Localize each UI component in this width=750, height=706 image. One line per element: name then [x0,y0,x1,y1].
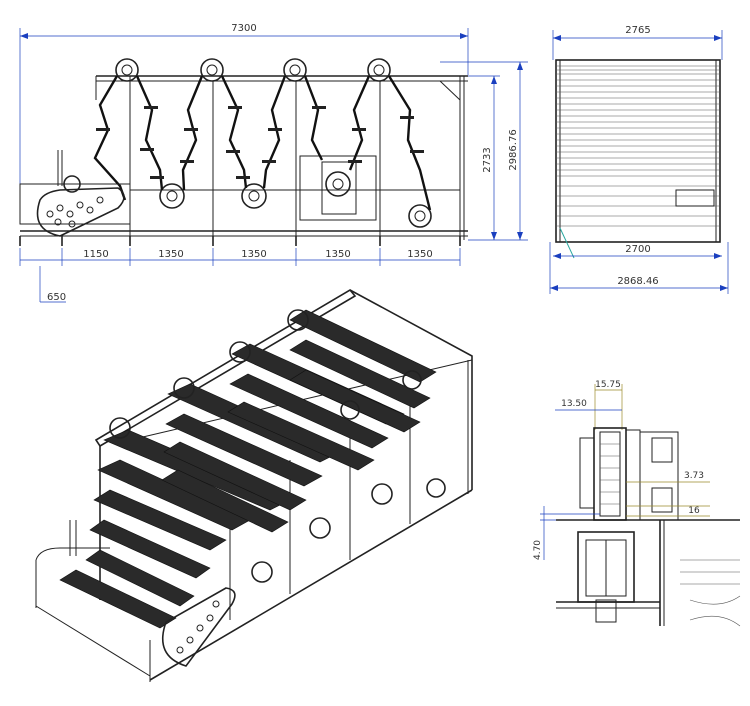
isometric-view [35,288,473,682]
dim-inner-width: 2700 [625,244,650,255]
dim-height-inner: 2733 [482,147,493,172]
dim-spacing-1: 1150 [83,249,108,260]
dim-overall-length: 7300 [231,23,256,34]
dim-detail-c: 3.73 [684,471,704,481]
dim-detail-d: 16 [688,506,700,516]
top-sprocket-2 [200,58,224,82]
front-view: 2765 [549,25,729,294]
dim-offset: 650 [47,292,66,303]
dim-detail-b: 13.50 [561,399,587,409]
top-sprocket-3 [283,58,307,82]
top-sprocket-4 [367,58,391,82]
dim-spacing-2: 1350 [158,249,183,260]
dim-spacing-4: 1350 [325,249,350,260]
dim-height-outer: 2986.76 [508,129,519,170]
dim-spacing-3: 1350 [241,249,266,260]
dim-detail-e: 4.70 [533,540,543,560]
drive-unit [19,150,131,237]
dim-spacing-5: 1350 [407,249,432,260]
side-view: 7300 [19,23,528,303]
dim-detail-a: 15.75 [595,380,621,390]
dim-top-width: 2765 [625,25,650,36]
dim-outer-width: 2868.46 [617,276,658,287]
top-sprocket-1 [115,58,139,82]
detail-view: 15.75 13.50 3.73 16 4.70 [533,380,741,627]
